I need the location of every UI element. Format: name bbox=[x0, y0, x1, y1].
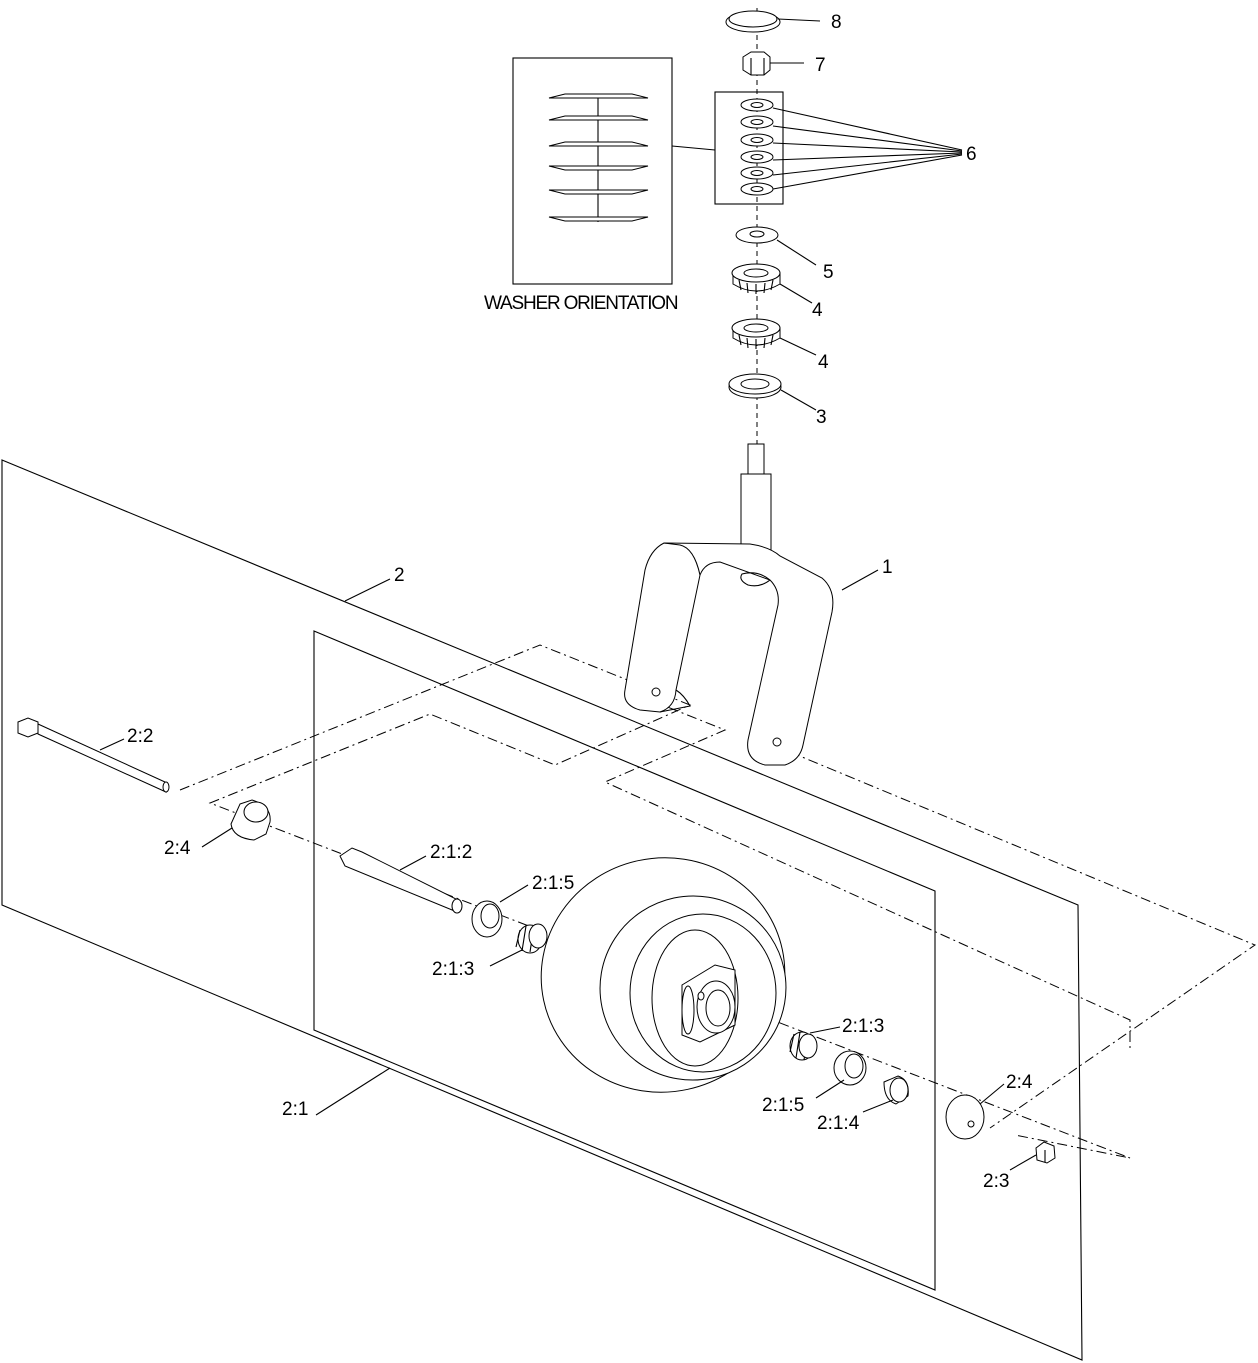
bearing-right-icon bbox=[789, 1031, 818, 1061]
callout-2-3: 2:3 bbox=[983, 1171, 1009, 1192]
callout-2-4-right: 2:4 bbox=[1006, 1072, 1033, 1093]
washer-stack bbox=[714, 91, 784, 205]
callout-2-1-5-left: 2:1:5 bbox=[532, 873, 574, 894]
callout-4-upper: 4 bbox=[812, 300, 823, 321]
callout-5: 5 bbox=[823, 262, 834, 283]
callout-2-1-2: 2:1:2 bbox=[430, 842, 472, 863]
tapered-bearing-lower-icon bbox=[731, 318, 781, 349]
washer-orientation-inset: WASHER ORIENTATION bbox=[484, 57, 716, 314]
callout-2-1-3-left: 2:1:3 bbox=[432, 959, 474, 980]
callout-2-1-4: 2:1:4 bbox=[817, 1113, 860, 1134]
spacer-left-icon bbox=[230, 799, 271, 841]
callout-6: 6 bbox=[966, 144, 977, 165]
belleville-washer-icons bbox=[740, 98, 774, 196]
callout-2-1: 2:1 bbox=[282, 1099, 308, 1120]
dust-cap-icon bbox=[725, 10, 781, 33]
bearing-race-icon bbox=[728, 373, 782, 399]
callout-labels: 8 7 6 5 4 4 3 1 2 2:2 2:4 2:1:2 2:1:5 2:… bbox=[127, 12, 1033, 1192]
race-right-icon bbox=[833, 1050, 867, 1086]
callout-8: 8 bbox=[831, 12, 842, 33]
wheel-tire-icon bbox=[540, 857, 787, 1093]
spacer-right-icon bbox=[945, 1094, 985, 1140]
callout-2-2: 2:2 bbox=[127, 726, 153, 747]
assembly-2-1-panel bbox=[313, 630, 936, 1291]
nut-icon bbox=[742, 51, 771, 76]
bearing-left-icon bbox=[515, 923, 548, 954]
callout-2-1-3-right: 2:1:3 bbox=[842, 1016, 884, 1037]
callout-3: 3 bbox=[816, 407, 827, 428]
flat-washer-icon bbox=[735, 226, 779, 244]
leader-lines bbox=[99, 18, 1037, 1171]
callout-2-1-5-right: 2:1:5 bbox=[762, 1095, 804, 1116]
callout-2-4-left: 2:4 bbox=[164, 838, 191, 859]
assembly-2-panel bbox=[1, 459, 1083, 1361]
callout-7: 7 bbox=[815, 55, 826, 76]
race-left-icon bbox=[471, 900, 503, 938]
tapered-bearing-upper-icon bbox=[731, 263, 781, 294]
callout-4-lower: 4 bbox=[818, 352, 829, 373]
spacer-tube-icon bbox=[883, 1075, 909, 1105]
callout-2: 2 bbox=[394, 565, 405, 586]
axle-bolt-icon bbox=[17, 717, 170, 793]
axle-sleeve-icon bbox=[339, 847, 463, 914]
inset-title: WASHER ORIENTATION bbox=[484, 293, 678, 314]
lock-nut-icon bbox=[1035, 1141, 1056, 1164]
callout-1: 1 bbox=[882, 557, 893, 578]
washer-profile-icons bbox=[548, 93, 649, 222]
caster-fork-icon bbox=[624, 443, 834, 766]
